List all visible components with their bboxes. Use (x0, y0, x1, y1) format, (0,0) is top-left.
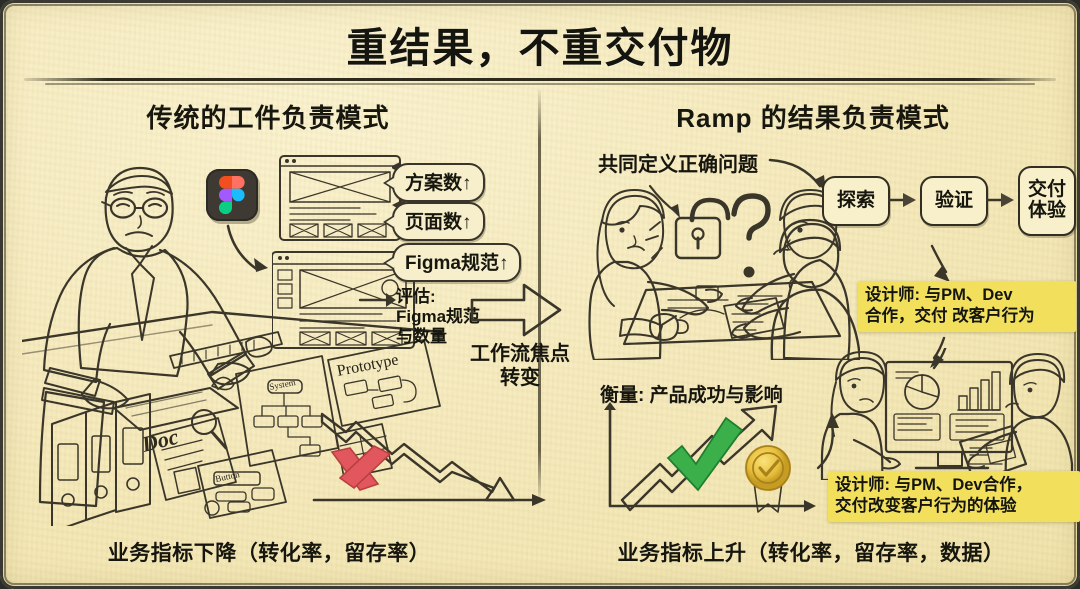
callout-label: Figma规范↑ (405, 253, 509, 274)
callout-page-count: 页面数↑ (383, 202, 485, 241)
highlight-top-arrow (930, 244, 950, 282)
flow-step-label: 探索 (836, 189, 875, 211)
gold-medal-icon (745, 445, 791, 513)
system-label: System (268, 377, 296, 392)
figma-to-wireframe-arrow (226, 224, 268, 272)
highlight-top-line-1: 设计师: 与PM、Dev (865, 286, 1013, 304)
callout-label: 页面数↑ (405, 212, 472, 233)
rising-arrow (620, 404, 778, 512)
left-declining-chart (312, 412, 546, 506)
workflow-shift-line-1: 工作流焦点 (470, 343, 570, 365)
highlight-bottom-line-1: 设计师: 与PM、Dev合作， (835, 476, 1033, 494)
figma-glyph (219, 176, 245, 214)
evaluation-note: 评估: Figma规范 与数量 (396, 287, 480, 347)
dashboard-down-arrow (930, 336, 946, 368)
person-designer (38, 166, 255, 508)
chart-to-highlight-arrow (816, 412, 839, 470)
flow-step-explore: 探索 (822, 176, 890, 226)
question-mark-icon (731, 193, 771, 278)
workflow-shift-line-2: 转变 (500, 367, 540, 390)
callout-tail (383, 255, 394, 270)
flow-arrow-2 (986, 193, 1014, 207)
right-collaboration-illustration (588, 184, 860, 360)
flow-step-label: 交付体验 (1027, 179, 1066, 221)
flow-step-validate: 验证 (920, 176, 988, 226)
right-rising-chart (604, 402, 816, 513)
button-label: Button (214, 469, 241, 484)
title-divider (24, 78, 1056, 85)
left-footer-note: 业务指标下降（转化率，留存率） (107, 542, 431, 565)
evaluation-line-3: 与数量 (396, 327, 447, 347)
evaluation-line-2: Figma规范 (396, 307, 481, 327)
flow-arrow-1 (888, 193, 916, 207)
workflow-shift-caption: 工作流焦点 转变 (470, 342, 570, 391)
right-collab-caption: 共同定义正确问题 (598, 154, 758, 176)
figma-icon (206, 169, 258, 221)
declining-arrow (320, 412, 516, 502)
callout-tail (383, 175, 394, 190)
highlight-note-top: 设计师: 与PM、Dev 合作，交付 改客户行为 (858, 281, 1076, 333)
binder-stack: Doc (51, 393, 181, 526)
highlight-note-bottom: 设计师: 与PM、Dev合作， 交付改变客户行为的体验 (828, 471, 1080, 523)
left-illustration: Doc Button System Prototype (22, 166, 442, 526)
evaluation-line-1: 评估: (396, 287, 436, 306)
wireframe-window-bottom (272, 251, 415, 349)
page-title: 重结果，不重交付物 (346, 25, 734, 71)
callout-proposal-count: 方案数↑ (383, 163, 485, 202)
workflow-shift-arrow (470, 283, 562, 337)
left-column-heading: 传统的工件负责模式 (146, 103, 390, 133)
red-x-icon (330, 445, 392, 491)
flow-step-deliver-experience: 交付体验 (1018, 166, 1076, 236)
callout-tail (383, 214, 394, 229)
person-man-analyst (967, 353, 1074, 480)
right-footer-note: 业务指标上升（转化率，留存率，数据） (617, 542, 1005, 565)
open-lock-icon (674, 197, 731, 260)
wireframe-window-top (279, 155, 401, 241)
callout-label: 方案数↑ (405, 173, 472, 194)
person-woman (588, 189, 723, 360)
callout-figma-spec: Figma规范↑ (383, 243, 522, 282)
green-check-icon (666, 416, 744, 492)
left-wireframe-windows (272, 155, 415, 349)
chart-axes (608, 404, 812, 508)
highlight-top-line-2: 合作，交付 改客户行为 (865, 307, 1035, 326)
right-column-heading: Ramp 的结果负责模式 (676, 103, 950, 133)
highlight-bottom-line-2: 交付改变客户行为的体验 (835, 497, 1017, 516)
flow-step-label: 验证 (934, 189, 973, 211)
evaluation-arrow (358, 293, 396, 307)
person-man-back (723, 218, 860, 360)
measure-caption: 衡量: 产品成功与影响 (600, 385, 783, 406)
